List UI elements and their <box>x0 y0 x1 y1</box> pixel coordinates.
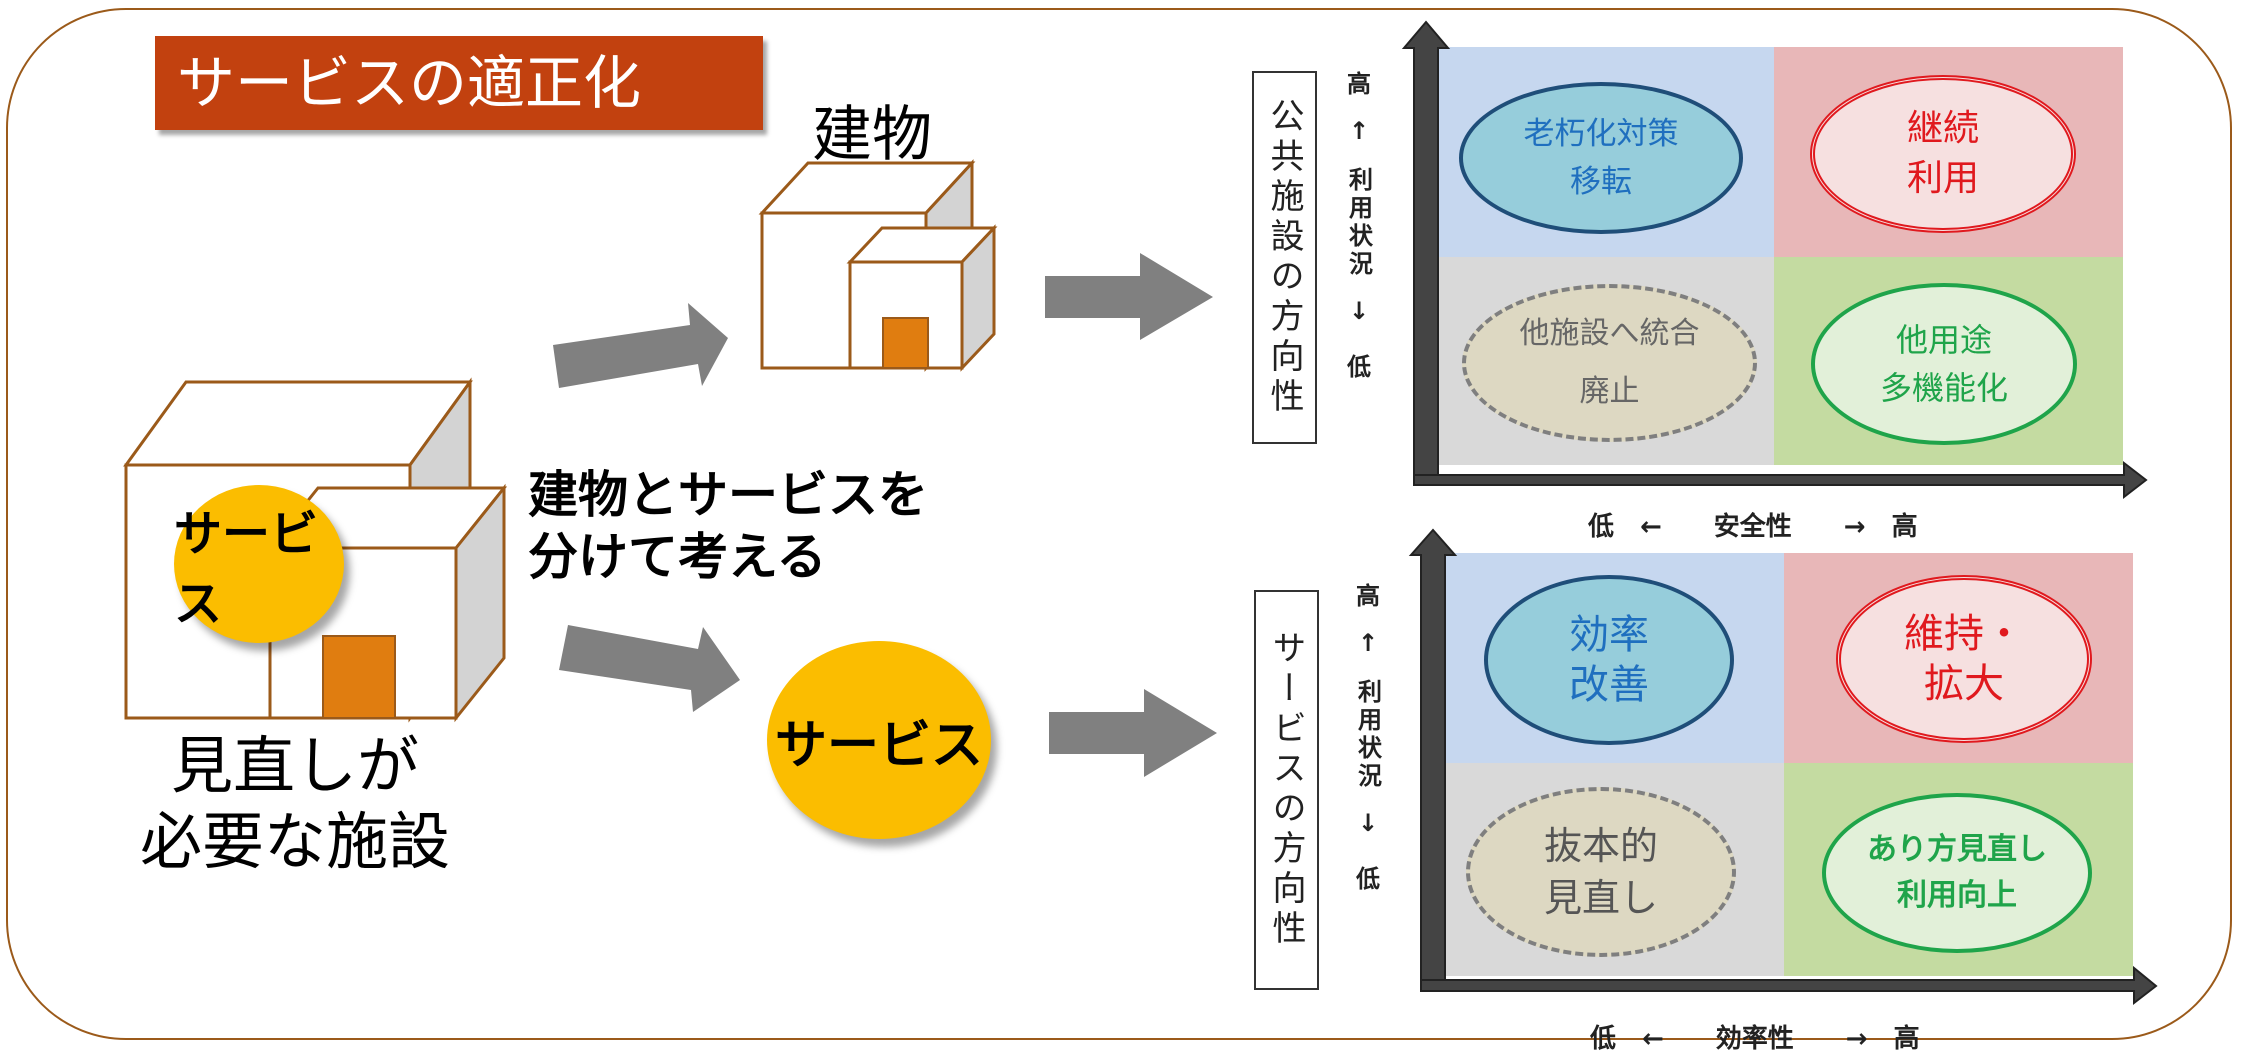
quad-service-top-left: 効率 改善 <box>1484 575 1734 745</box>
usage-arrow-down: ↓ <box>1357 809 1379 837</box>
service-usage-scale: 高 ↑ 利用状況 ↓ 低 <box>1348 576 1388 966</box>
service-direction-title: サービスの方向性 <box>1254 590 1319 990</box>
safety-scale: 低 ← 安全性 → 高 <box>1588 512 1918 542</box>
facility-label: 見直しが 必要な施設 <box>139 729 450 878</box>
efficiency-scale: 低 ← 効率性 → 高 <box>1590 1024 1920 1054</box>
arrow-to-building <box>553 303 728 388</box>
quad-facility-bottom-right: 他用途 多機能化 <box>1811 283 2077 445</box>
usage-label: 利用状況 <box>1353 679 1382 791</box>
facility-usage-scale: 高 ↑ 利用状況 ↓ 低 <box>1339 64 1379 454</box>
quad-service-bottom-right: あり方見直し 利用向上 <box>1822 793 2092 953</box>
service-circle-label: サービス <box>774 715 983 776</box>
service-circle: サービス <box>767 641 991 839</box>
building-icon <box>758 159 998 372</box>
usage-low: 低 <box>1356 865 1380 893</box>
usage-arrow-up: ↑ <box>1348 117 1370 145</box>
quad-service-top-right: 維持・ 拡大 <box>1836 575 2092 743</box>
arrow-to-service <box>559 625 740 712</box>
usage-high: 高 <box>1347 70 1371 98</box>
service-direction-text: サービスの方向性 <box>1266 630 1306 950</box>
quad-facility-top-left: 老朽化対策 移転 <box>1459 82 1743 234</box>
arrow-service-to-matrix <box>1049 689 1217 777</box>
facility-direction-title: 公共施設の方向性 <box>1252 71 1317 444</box>
service-matrix-axes <box>1408 528 2158 1006</box>
quad-service-bottom-left: 抜本的 見直し <box>1466 787 1736 957</box>
usage-arrow-up: ↑ <box>1357 629 1379 657</box>
usage-label: 利用状況 <box>1344 167 1373 279</box>
quad-facility-top-right: 継続 利用 <box>1810 75 2076 233</box>
quad-facility-bottom-left: 他施設へ統合 廃止 <box>1462 284 1757 442</box>
outer-frame <box>6 8 2232 1040</box>
facility-service-circle: サービス <box>174 485 344 643</box>
usage-low: 低 <box>1347 353 1371 381</box>
separate-caption: 建物とサービスを 分けて考える <box>528 466 928 586</box>
usage-high: 高 <box>1356 582 1380 610</box>
page-title: サービスの適正化 <box>155 36 763 130</box>
building-label: 建物 <box>812 100 932 170</box>
facility-service-label: サービス <box>174 506 319 632</box>
arrow-building-to-matrix <box>1045 253 1213 340</box>
facility-direction-text: 公共施設の方向性 <box>1264 97 1304 418</box>
usage-arrow-down: ↓ <box>1348 297 1370 325</box>
facility-matrix-axes <box>1401 20 2148 500</box>
